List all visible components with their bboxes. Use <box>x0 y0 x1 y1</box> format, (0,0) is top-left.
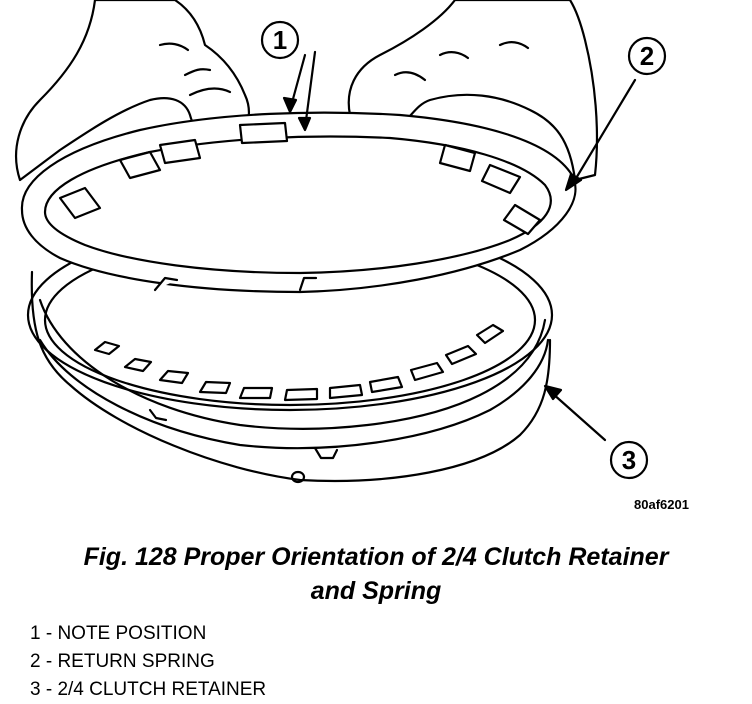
callout-2 <box>564 36 667 192</box>
callout-3-number: 3 <box>622 445 636 475</box>
return-spring-drawing <box>20 111 577 294</box>
figure-caption: Fig. 128 Proper Orientation of 2/4 Clutc… <box>0 540 752 608</box>
clutch-retainer-illustration: 1 2 3 <box>15 0 667 484</box>
legend-item: 2 - RETURN SPRING <box>30 651 215 672</box>
legend: 1 - NOTE POSITION 2 - RETURN SPRING 3 - … <box>30 620 266 704</box>
callout-1 <box>260 20 317 132</box>
callout-1-number: 1 <box>273 25 287 55</box>
legend-item: 1 - NOTE POSITION <box>30 623 207 644</box>
legend-item: 3 - 2/4 CLUTCH RETAINER <box>30 679 267 700</box>
caption-line-2: and Spring <box>310 577 442 605</box>
figure-id: 80af6201 <box>634 497 689 512</box>
callout-3 <box>543 384 649 480</box>
caption-line-1: Fig. 128 Proper Orientation of 2/4 Clutc… <box>83 543 669 571</box>
callout-2-number: 2 <box>640 41 654 71</box>
